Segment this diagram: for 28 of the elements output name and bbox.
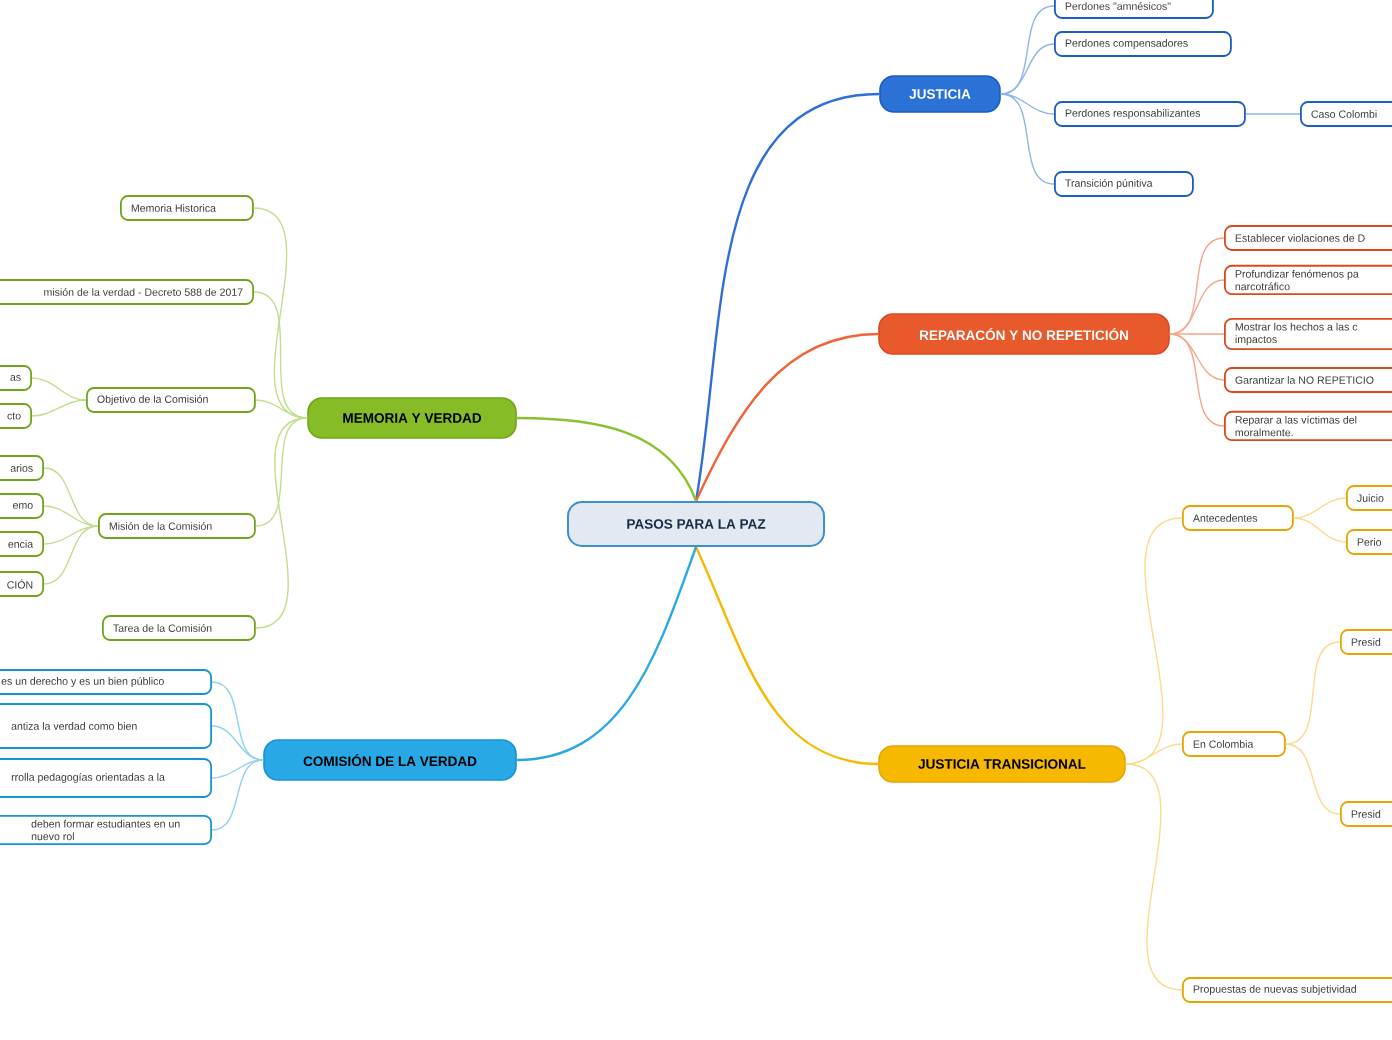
connector-line — [1285, 641, 1341, 745]
connector-line — [211, 759, 264, 831]
connector-line — [31, 377, 87, 401]
connector-line — [1285, 743, 1341, 815]
connector-line — [43, 525, 99, 585]
connector-line — [1125, 763, 1183, 991]
connector-line — [1125, 743, 1183, 765]
connector-line — [694, 546, 879, 766]
connector-line — [211, 725, 264, 761]
connector-line — [1293, 497, 1347, 519]
connector-line — [1000, 43, 1055, 95]
connector-line — [1293, 517, 1347, 543]
connector-line — [1245, 113, 1301, 115]
connector-line — [516, 416, 698, 502]
connector-line — [1169, 279, 1225, 335]
connector-line — [516, 546, 698, 762]
connector-line — [1169, 333, 1225, 381]
connector-line — [1000, 93, 1055, 185]
connector-line — [1169, 333, 1225, 335]
connector-line — [43, 505, 99, 527]
connector-line — [255, 417, 308, 629]
connector-line — [31, 399, 87, 417]
connector-line — [255, 399, 308, 419]
connector-line — [43, 467, 99, 527]
connector-line — [694, 332, 879, 502]
connector-line — [211, 759, 264, 779]
connector-line — [1169, 333, 1225, 427]
connector-line — [694, 92, 880, 502]
